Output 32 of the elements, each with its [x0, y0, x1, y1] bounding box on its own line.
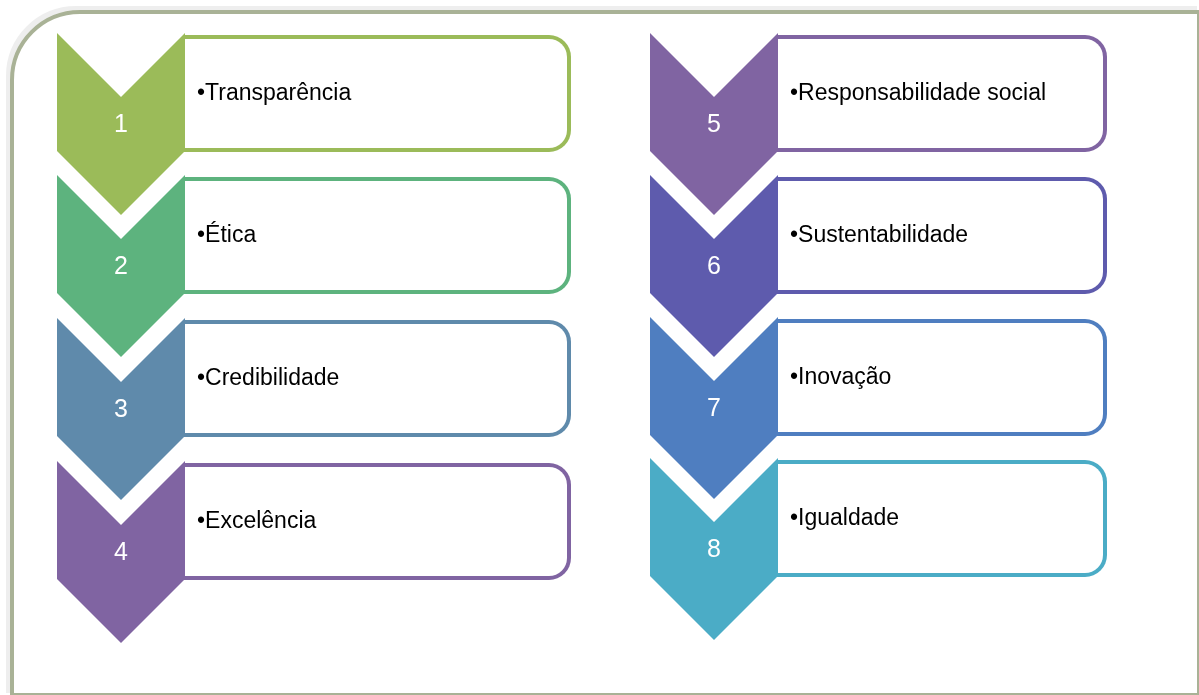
text-box [776, 319, 1107, 436]
step-number: 2 [113, 251, 129, 280]
text-box [776, 35, 1107, 152]
value-label: •Sustentabilidade [790, 221, 969, 248]
step-number: 7 [706, 393, 722, 422]
step-number: 8 [706, 534, 722, 563]
value-label: •Responsabilidade social [790, 79, 1047, 106]
value-label: •Credibilidade [197, 364, 340, 391]
value-label: •Transparência [197, 79, 352, 106]
chevron-shape [57, 461, 185, 643]
text-box [183, 320, 571, 437]
step-number: 3 [113, 394, 129, 423]
step-number: 5 [706, 109, 722, 138]
step-number: 1 [113, 109, 129, 138]
chevron-shape [57, 33, 185, 215]
chevron-shape [650, 458, 778, 640]
value-label: •Excelência [197, 507, 317, 534]
step-number: 6 [706, 251, 722, 280]
chevron-shape [57, 175, 185, 357]
value-label: •Inovação [790, 363, 892, 390]
chevron-shape [650, 33, 778, 215]
chevron-shape [650, 175, 778, 357]
text-box [183, 35, 571, 152]
value-label: •Igualdade [790, 504, 900, 531]
text-box [183, 463, 571, 580]
chevron-shape [57, 318, 185, 500]
text-box [776, 177, 1107, 294]
text-box [183, 177, 571, 294]
text-box [776, 460, 1107, 577]
value-label: •Ética [197, 221, 257, 248]
chevron-shape [650, 317, 778, 499]
step-number: 4 [113, 537, 129, 566]
